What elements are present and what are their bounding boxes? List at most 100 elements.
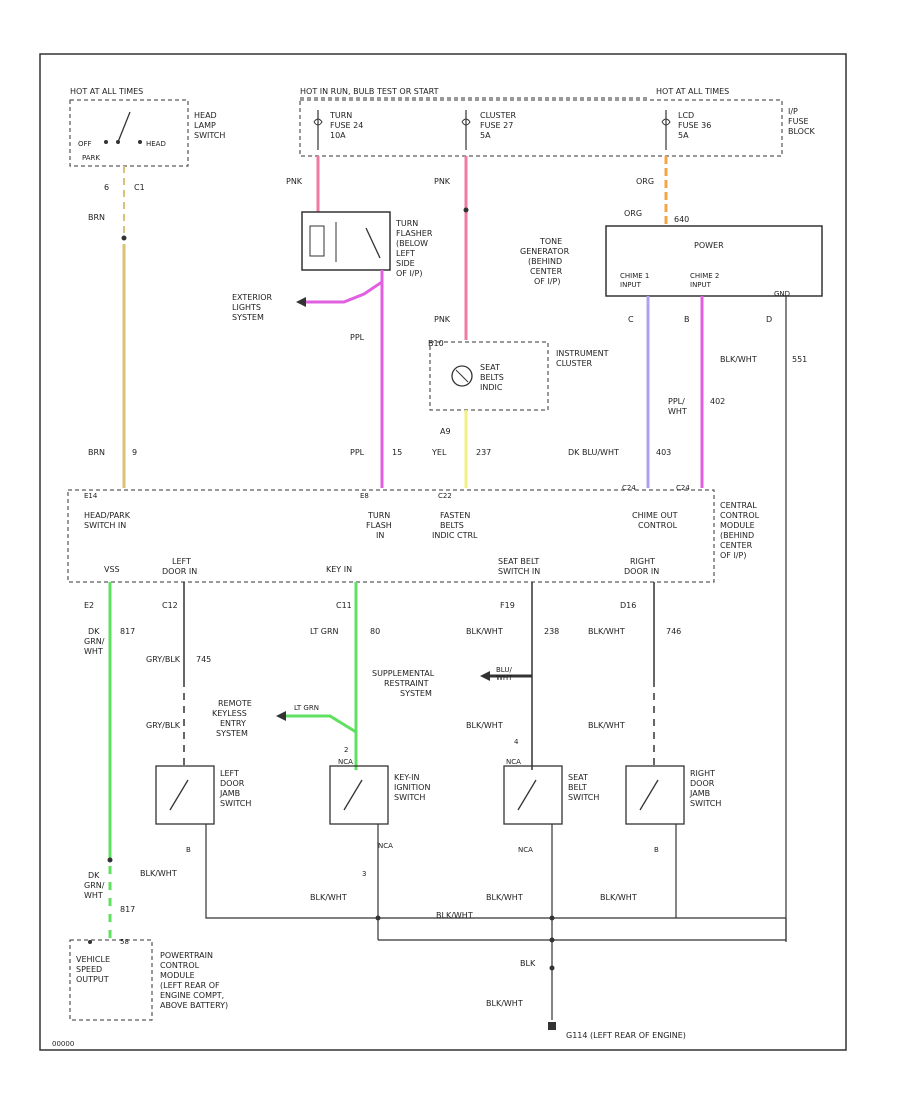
head-switch-off: OFF	[78, 140, 92, 148]
power-label: POWER	[694, 241, 724, 250]
remote-keyless-wire	[282, 714, 357, 734]
key-in-label: KEY IN	[326, 565, 352, 574]
pin-d16: D16	[620, 601, 636, 610]
seat-belt-switch-box	[503, 765, 563, 825]
blk-wht-rd3-label: BLK/WHT	[486, 893, 523, 902]
right-door-jamb-switch-box	[625, 765, 685, 825]
hot-lcd-label: HOT AT ALL TIMES	[656, 87, 729, 96]
pin-e14: E14	[84, 492, 98, 500]
keyin-ign-switch-box	[329, 765, 389, 825]
vss-label: VSS	[104, 565, 120, 574]
dk-blu-wht-label: DK BLU/WHT	[568, 448, 619, 457]
gnd-splice-2	[549, 915, 555, 921]
fuse-block-box	[299, 99, 783, 157]
headlamp-switch-contact	[117, 111, 131, 143]
tone-generator-box	[605, 225, 823, 297]
pcm-pin: 58	[120, 938, 129, 946]
lt-grn-rk-label: LT GRN	[294, 704, 319, 712]
ground-icon	[548, 1022, 556, 1030]
turn-flasher-box	[301, 211, 391, 271]
yel-label: YEL	[431, 448, 447, 457]
blk-wht-sb-label: BLK/WHT	[466, 627, 503, 636]
lt-grn-label: LT GRN	[310, 627, 339, 636]
blk-wht-rd-label: BLK/WHT	[588, 627, 625, 636]
blk-wht-ki-label: BLK/WHT	[310, 893, 347, 902]
left-door-jamb-switch-box	[155, 765, 215, 825]
pin-c22: C22	[438, 492, 452, 500]
pin-c: C	[628, 315, 634, 324]
ext-lights-wire	[300, 280, 383, 304]
headlamp-head-terminal	[138, 140, 142, 144]
pin-e2: E2	[84, 601, 94, 610]
blk-wht-right-label: BLK/WHT	[720, 355, 757, 364]
pin-c11: C11	[336, 601, 352, 610]
ckt-746: 746	[666, 627, 681, 636]
ext-lights-arrow-icon	[296, 297, 306, 307]
seat-belt-switch-icon	[517, 779, 537, 811]
diagram-frame	[39, 53, 847, 1051]
nca-2: NCA	[506, 758, 521, 766]
vss-splice	[107, 857, 113, 863]
blk-wht-sb2-label: BLK/WHT	[466, 721, 503, 730]
pcm-box	[69, 939, 153, 1021]
head-switch-park: PARK	[82, 154, 100, 162]
gnd-splice-4	[549, 965, 555, 971]
pin-f19: F19	[500, 601, 515, 610]
headlamp-switch-box	[69, 99, 189, 167]
blk-label: BLK	[520, 959, 536, 968]
ckt-402: 402	[710, 397, 725, 406]
ppl-ckt: 15	[392, 448, 402, 457]
pnk1-label: PNK	[286, 177, 303, 186]
yel-ckt: 237	[476, 448, 491, 457]
ckt-403: 403	[656, 448, 671, 457]
ground-bus-lower	[378, 918, 787, 941]
pin-b: B	[684, 315, 690, 324]
pnk-inst-label: PNK	[434, 315, 451, 324]
pin-e8: E8	[360, 492, 369, 500]
pin-a9: A9	[440, 427, 451, 436]
pin-3: 3	[362, 870, 366, 878]
pin-b10: B10	[428, 339, 444, 348]
bulb-filament-icon	[455, 369, 469, 383]
keyin-switch-icon	[343, 779, 363, 811]
brn-top-label: BRN	[88, 213, 105, 222]
ccm-box	[67, 489, 715, 583]
cluster-splice	[463, 207, 469, 213]
lcd-fuse-element	[661, 118, 671, 126]
org1-label: ORG	[636, 177, 654, 186]
hot-run-label: HOT IN RUN, BULB TEST OR START	[300, 87, 439, 96]
left-door-switch-icon	[169, 779, 189, 811]
ckt-745: 745	[196, 655, 211, 664]
blk-wht-rd2-label: BLK/WHT	[588, 721, 625, 730]
gry-blk-2-label: GRY/BLK	[146, 721, 181, 730]
nca-4: NCA	[518, 846, 533, 854]
brn-ckt: 9	[132, 448, 137, 457]
brn-bottom-label: BRN	[88, 448, 105, 457]
c1-name: C1	[134, 183, 145, 192]
ckt-817-bottom: 817	[120, 905, 135, 914]
c24-2: C24	[676, 484, 690, 492]
c1-num: 6	[104, 183, 109, 192]
instrument-cluster-box	[429, 341, 549, 411]
pin-4: 4	[514, 738, 519, 746]
